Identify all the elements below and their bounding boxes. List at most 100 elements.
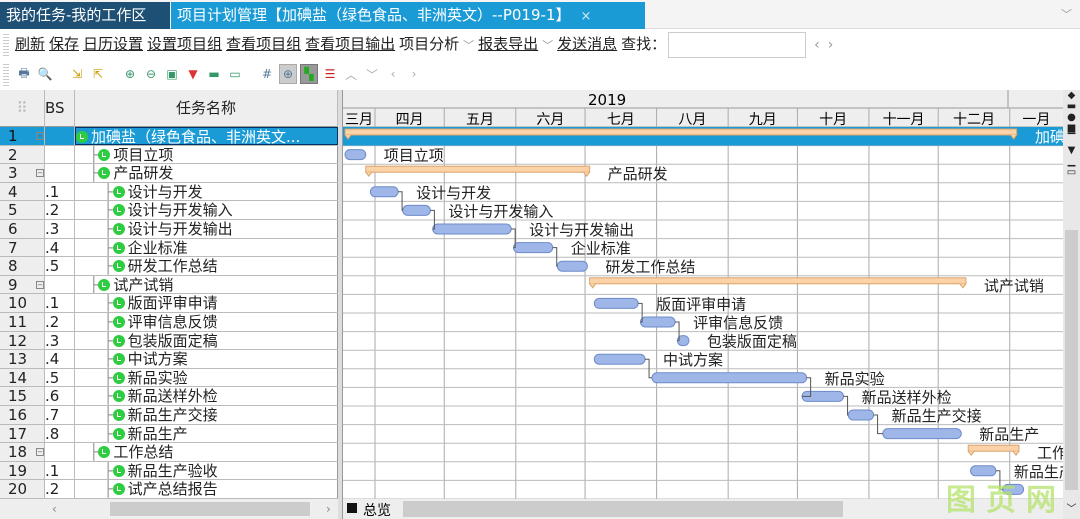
expand-icon[interactable]: ▭ <box>1066 167 1077 178</box>
grip-handle[interactable] <box>3 34 9 56</box>
task-name-cell[interactable]: ├评审信息反馈 <box>75 313 338 331</box>
project-analysis-menu[interactable]: 项目分析 <box>399 35 460 53</box>
search-input[interactable] <box>668 31 807 58</box>
table-row[interactable]: 17.8 ├新品生产 <box>0 424 338 444</box>
table-row[interactable]: 15.6 ├新品送样外检 <box>0 387 338 406</box>
task-name-cell[interactable]: ├新品生产 <box>75 425 338 443</box>
task-name-cell[interactable]: ├试产试销 <box>75 276 338 294</box>
task-bar[interactable] <box>847 409 875 421</box>
down-icon[interactable]: ﹀ <box>365 67 378 82</box>
outdent-icon[interactable]: ⇱ <box>92 67 104 81</box>
table-row[interactable]: 9− ├试产试销 <box>0 275 338 295</box>
summary-bar[interactable] <box>344 128 1018 136</box>
task-name-cell[interactable]: ├包装版面定稿 <box>75 332 338 350</box>
zoom-fit-icon[interactable]: ▣ <box>166 67 178 81</box>
task-bar[interactable] <box>432 223 512 235</box>
expand-icon[interactable]: ▬ <box>208 67 220 81</box>
table-row[interactable]: 5.2 ├设计与开发输入 <box>0 201 338 220</box>
overview-label[interactable]: 总览 <box>363 503 391 519</box>
task-name-cell[interactable]: ├中试方案 <box>75 350 338 368</box>
chevron-down-icon[interactable]: ﹀ <box>463 39 475 52</box>
right-icon[interactable]: › <box>411 67 417 81</box>
table-row[interactable]: 13.4 ├中试方案 <box>0 350 338 369</box>
send-message-button[interactable]: 发送消息 <box>557 35 618 53</box>
table-row[interactable]: 12.3 ├包装版面定稿 <box>0 331 338 351</box>
bs-header[interactable]: BS <box>45 90 75 127</box>
task-bar[interactable] <box>639 316 676 328</box>
task-name-cell[interactable]: ├设计与开发输出 <box>75 220 338 238</box>
table-row[interactable]: 18− ├工作总结 <box>0 443 338 462</box>
print-icon[interactable]: 🖶 <box>18 65 30 80</box>
prev-result-button[interactable]: ‹ <box>814 37 820 53</box>
task-name-cell[interactable]: ├新品生产验收 <box>75 462 338 480</box>
table-row[interactable]: 6.3 ├设计与开发输出 <box>0 220 338 239</box>
calendar-settings-button[interactable]: 日历设置 <box>83 35 144 53</box>
task-name-cell[interactable]: ├新品送样外检 <box>75 387 338 405</box>
gantt-view-icon[interactable]: ▚ <box>300 64 318 84</box>
chevron-down-icon[interactable]: ﹀ <box>542 39 554 52</box>
task-bar[interactable] <box>593 353 646 365</box>
task-name-cell[interactable]: ├新品生产交接 <box>75 406 338 424</box>
zoom-out-icon[interactable]: ⊖ <box>145 67 157 81</box>
table-row[interactable]: 10.1 ├版面评审申请 <box>0 294 338 313</box>
up-icon[interactable]: ︿ <box>344 67 357 82</box>
task-bar[interactable] <box>512 242 554 254</box>
collapse-icon[interactable]: ▭ <box>229 67 241 81</box>
tab-project-plan[interactable]: 项目计划管理【加碘盐（绿色食品、非洲英文）--P019-1】× <box>171 2 645 29</box>
table-row[interactable]: 7.4 ├企业标准 <box>0 238 338 258</box>
task-bar[interactable] <box>369 186 399 198</box>
table-row[interactable]: 16.7 ├新品生产交接 <box>0 406 338 425</box>
splitter[interactable] <box>338 90 343 519</box>
next-result-button[interactable]: › <box>827 37 834 53</box>
top-icon[interactable]: ▔ <box>1067 134 1076 145</box>
collapse-toggle[interactable]: − <box>36 280 44 289</box>
table-row[interactable]: 1−加碘盐（绿色食品、非洲英文... <box>0 127 338 146</box>
grid-icon[interactable]: # <box>261 67 273 81</box>
target-icon[interactable]: ⊕ <box>279 64 297 84</box>
task-name-cell[interactable]: ├工作总结 <box>75 443 338 461</box>
task-name-cell[interactable]: ├设计与开发 <box>75 183 338 201</box>
table-row[interactable]: 14.5 ├新品实验 <box>0 368 338 388</box>
scroll-thumb[interactable] <box>1065 230 1078 490</box>
task-bar[interactable] <box>882 428 962 440</box>
center-icon[interactable]: ● <box>1067 112 1076 123</box>
bottom-icon[interactable]: ▁ <box>1067 156 1076 167</box>
scroll-right-icon[interactable]: › <box>326 502 331 516</box>
task-bar[interactable] <box>556 260 588 272</box>
zoom-in-icon[interactable]: ◆ <box>1067 90 1076 101</box>
task-bar[interactable] <box>1002 483 1025 495</box>
filter-icon[interactable]: ▼ <box>188 67 198 81</box>
task-bar[interactable] <box>402 204 431 216</box>
overview-icon[interactable] <box>347 503 357 513</box>
critical-path-icon[interactable]: ☰ <box>324 67 336 81</box>
task-name-cell[interactable]: ├版面评审申请 <box>75 294 338 312</box>
table-row[interactable]: 3− ├产品研发 <box>0 164 338 183</box>
gantt-vertical-scrollbar[interactable]: ◆▬●■▔▼▁▭ ﹀ <box>1063 90 1080 519</box>
task-bar[interactable] <box>344 149 367 161</box>
left-icon[interactable]: ‹ <box>390 67 396 81</box>
task-name-cell[interactable]: ├设计与开发输入 <box>75 201 338 219</box>
fit-icon[interactable]: ■ <box>1066 123 1077 134</box>
view-project-output-button[interactable]: 查看项目输出 <box>305 35 396 53</box>
table-row[interactable]: 11.2 ├评审信息反馈 <box>0 313 338 332</box>
chevron-down-icon[interactable]: ﹀ <box>1061 8 1072 21</box>
zoom-in-icon[interactable]: ⊕ <box>124 67 136 81</box>
task-name-cell[interactable]: ├新品实验 <box>75 369 338 387</box>
task-name-cell[interactable]: ├研发工作总结 <box>75 257 338 275</box>
print-preview-icon[interactable]: 🔍 <box>37 67 53 81</box>
close-icon[interactable]: × <box>580 9 592 24</box>
tab-my-workspace[interactable]: 我的任务-我的工作区 <box>0 2 170 29</box>
scroll-left-icon[interactable]: ‹ <box>52 502 57 516</box>
collapse-toggle[interactable]: − <box>36 169 44 178</box>
task-name-cell[interactable]: 加碘盐（绿色食品、非洲英文... <box>75 127 338 145</box>
collapse-toggle[interactable]: − <box>36 448 44 457</box>
task-name-cell[interactable]: ├产品研发 <box>75 164 338 182</box>
grip-handle[interactable] <box>3 64 9 86</box>
task-bar[interactable] <box>593 297 639 309</box>
scroll-thumb[interactable] <box>110 502 310 516</box>
table-row[interactable]: 8.5 ├研发工作总结 <box>0 257 338 276</box>
task-bar[interactable] <box>801 390 845 402</box>
task-name-cell[interactable]: ├项目立项 <box>75 146 338 164</box>
table-row[interactable]: 4.1 ├设计与开发 <box>0 182 338 202</box>
collapse-toggle[interactable]: − <box>36 132 44 140</box>
